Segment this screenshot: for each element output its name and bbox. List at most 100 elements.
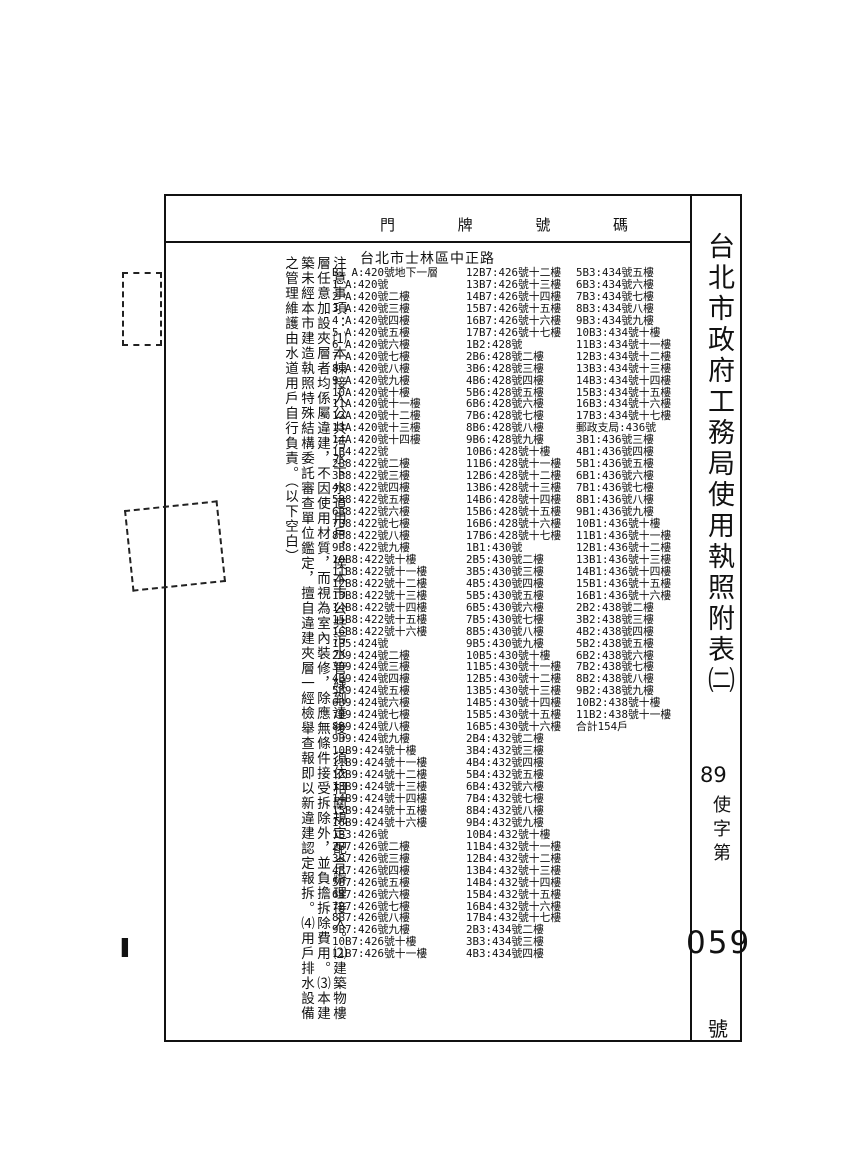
address-entry: 16B4:432號十六樓 bbox=[466, 899, 562, 913]
address-entry: 14B7:426號十四樓 bbox=[466, 289, 562, 303]
address-entry: 3B2:438號三樓 bbox=[576, 612, 654, 626]
address-entry: 3 A:420號三樓 bbox=[332, 301, 410, 315]
address-entry: 14B8:422號十四樓 bbox=[332, 600, 428, 614]
address-entry: 8B4:432號八樓 bbox=[466, 803, 544, 817]
address-entry: 10B2:438號十樓 bbox=[576, 696, 661, 710]
address-entry: 8B9:424號八樓 bbox=[332, 720, 410, 734]
address-entry: 4B7:426號四樓 bbox=[332, 863, 410, 877]
address-entry: 6B1:436號六樓 bbox=[576, 469, 654, 483]
address-entry: 6 A:420號六樓 bbox=[332, 337, 410, 351]
address-entry: 6B9:424號六樓 bbox=[332, 696, 410, 710]
address-entry: 13A:420號十三樓 bbox=[332, 421, 421, 435]
address-entry: 9B8:422號九樓 bbox=[332, 540, 410, 554]
address-entry: 16B9:424號十六樓 bbox=[332, 815, 428, 829]
address-entry: 10B9:424號十樓 bbox=[332, 744, 417, 758]
address-entry: 4 A:420號四樓 bbox=[332, 313, 410, 327]
address-entry: 6B6:428號六樓 bbox=[466, 397, 544, 411]
address-entry: 7B1:436號七樓 bbox=[576, 481, 654, 495]
address-entry: 11B5:430號十一樓 bbox=[466, 660, 562, 674]
address-entry: 8B8:422號八樓 bbox=[332, 528, 410, 542]
address-entry: 1B5:424號 bbox=[332, 636, 389, 650]
notes-text: 注意事項：⑴本棟接入公共污水下水道用戶，俟本市公共污水管線到達後，須依相關規定配… bbox=[282, 256, 346, 1021]
address-entry: 5B5:430號五樓 bbox=[466, 588, 544, 602]
header-title: 門 牌 號 碼 bbox=[380, 214, 630, 235]
address-entry: 13B4:432號十三樓 bbox=[466, 863, 562, 877]
address-entry: 15B3:434號十五樓 bbox=[576, 385, 672, 399]
address-entry: 16B6:428號十六樓 bbox=[466, 517, 562, 531]
address-entry: 15B7:426號十五樓 bbox=[466, 301, 562, 315]
form-frame bbox=[164, 194, 742, 1042]
stamp-mark bbox=[123, 500, 227, 592]
address-entry: 5 A:420號五樓 bbox=[332, 325, 410, 339]
address-entry: 7B5:430號七樓 bbox=[466, 612, 544, 626]
address-entry: 1 A:420號 bbox=[332, 277, 389, 291]
address-entry: 5B2:438號五樓 bbox=[576, 636, 654, 650]
address-entry: 3B9:424號三樓 bbox=[332, 660, 410, 674]
address-entry: 7B2:438號七樓 bbox=[576, 660, 654, 674]
address-entry: 13B9:424號十三樓 bbox=[332, 779, 428, 793]
address-entry: 10B3:434號十樓 bbox=[576, 325, 661, 339]
address-entry: 1B2:428號 bbox=[466, 337, 523, 351]
address-entry: 6B2:438號六樓 bbox=[576, 648, 654, 662]
address-entry: 2B4:432號二樓 bbox=[466, 732, 544, 746]
address-entry: 5B4:432號五樓 bbox=[466, 768, 544, 782]
address-entry: 6B3:434號六樓 bbox=[576, 277, 654, 291]
address-entry: 7B9:424號七樓 bbox=[332, 708, 410, 722]
permit-suffix: 號 bbox=[708, 1017, 728, 1041]
address-entry: 11A:420號十一樓 bbox=[332, 397, 421, 411]
address-entry: 9B9:424號九樓 bbox=[332, 732, 410, 746]
address-entry: 17B7:426號十七樓 bbox=[466, 325, 562, 339]
address-entry: 9B6:428號九樓 bbox=[466, 433, 544, 447]
address-entry: 17B3:434號十七樓 bbox=[576, 409, 672, 423]
address-entry: 郵政支局:436號 bbox=[576, 421, 656, 435]
address-entry: 12A:420號十二樓 bbox=[332, 409, 421, 423]
address-entry: 2B3:434號二樓 bbox=[466, 923, 544, 937]
address-entry: 2B2:438號二樓 bbox=[576, 600, 654, 614]
margin-mark: ▌ bbox=[122, 938, 135, 957]
address-entry: 4B2:438號四樓 bbox=[576, 624, 654, 638]
address-entry: 2 A:420號二樓 bbox=[332, 289, 410, 303]
address-entry: 2B7:426號二樓 bbox=[332, 839, 410, 853]
address-entry: 13B1:436號十三樓 bbox=[576, 552, 672, 566]
address-entry: 9 A:420號九樓 bbox=[332, 373, 410, 387]
address-entry: 13B7:426號十三樓 bbox=[466, 277, 562, 291]
address-entry: 10B5:430號十樓 bbox=[466, 648, 551, 662]
address-entry: 10B8:422號十樓 bbox=[332, 552, 417, 566]
address-entry: 3B3:434號三樓 bbox=[466, 935, 544, 949]
address-entry: 17B4:432號十七樓 bbox=[466, 911, 562, 925]
address-entry: 8B3:434號八樓 bbox=[576, 301, 654, 315]
address-entry: 7B8:422號七樓 bbox=[332, 517, 410, 531]
address-entry: 5B6:428號五樓 bbox=[466, 385, 544, 399]
address-entry: 4B1:436號四樓 bbox=[576, 445, 654, 459]
header-label: 牌 bbox=[457, 216, 475, 234]
permit-year: 89 bbox=[700, 763, 727, 787]
address-entry: 15B9:424號十五樓 bbox=[332, 803, 428, 817]
address-entry: 8B5:430號八樓 bbox=[466, 624, 544, 638]
address-entry: 14B5:430號十四樓 bbox=[466, 696, 562, 710]
address-entry: 4B4:432號四樓 bbox=[466, 756, 544, 770]
address-entry: 11B6:428號十一樓 bbox=[466, 457, 562, 471]
address-entry: 3B5:430號三樓 bbox=[466, 564, 544, 578]
address-entry: 5B1:436號五樓 bbox=[576, 457, 654, 471]
address-entry: 4B6:428號四樓 bbox=[466, 373, 544, 387]
address-entry: 5B8:422號五樓 bbox=[332, 493, 410, 507]
address-entry: 17B6:428號十七樓 bbox=[466, 528, 562, 542]
address-entry: 4B8:422號四樓 bbox=[332, 481, 410, 495]
address-entry: 2B6:428號二樓 bbox=[466, 349, 544, 363]
header-rule bbox=[166, 241, 690, 243]
address-entry: 12B5:430號十二樓 bbox=[466, 672, 562, 686]
address-entry: 11B3:434號十一樓 bbox=[576, 337, 672, 351]
address-entry: 4B5:430號四樓 bbox=[466, 576, 544, 590]
document-title: 台北市政府工務局使用執照附表㈡ bbox=[703, 232, 734, 697]
address-entry: 15B6:428號十五樓 bbox=[466, 505, 562, 519]
address-entry: 15B4:432號十五樓 bbox=[466, 887, 562, 901]
address-entry: 4B9:424號四樓 bbox=[332, 672, 410, 686]
address-entry: 7B3:434號七樓 bbox=[576, 289, 654, 303]
address-entry: 12B8:422號十二樓 bbox=[332, 576, 428, 590]
address-entry: 12B9:424號十二樓 bbox=[332, 768, 428, 782]
address-entry: 7 A:420號七樓 bbox=[332, 349, 410, 363]
address-entry: 10B7:426號十樓 bbox=[332, 935, 417, 949]
address-entry: 13B8:422號十三樓 bbox=[332, 588, 428, 602]
